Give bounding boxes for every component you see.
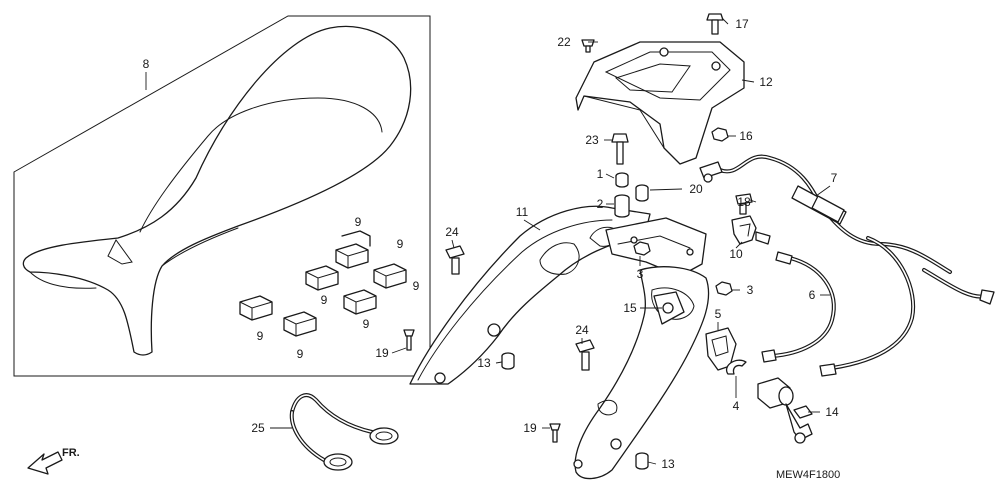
diagram-code: MEW4F1800 [776,469,840,481]
callout-2: 2 [597,197,604,211]
callout-15: 15 [623,301,637,315]
callout-19: 19 [523,421,537,435]
callout-10: 10 [729,247,743,261]
callout-18: 18 [737,195,751,209]
clip [725,359,747,375]
cable [761,236,995,377]
callout-9: 9 [363,317,370,331]
callout-13: 13 [477,356,491,370]
key-cylinder [757,377,813,444]
callout-9: 9 [397,237,404,251]
seat-stitch [139,97,383,233]
seat-cushion [373,263,407,289]
callout-5: 5 [715,307,722,321]
screw [581,39,595,53]
bolt [611,133,629,165]
callout-25: 25 [251,421,265,435]
callout-13: 13 [661,457,675,471]
clip [731,215,771,245]
callout-7: 7 [831,171,838,185]
seat-cushion [283,311,317,337]
callout-19: 19 [375,346,389,360]
callout-11: 11 [516,205,529,219]
callouts: 8 9 9 9 9 9 9 9 22 17 12 16 23 1 20 2 7 … [143,17,839,471]
callout-9: 9 [355,215,362,229]
helmet-wire [289,393,399,471]
callout-1: 1 [597,167,604,181]
bolt [706,13,724,35]
callout-23: 23 [585,133,599,147]
nut [633,241,651,256]
seat-cushion [239,295,273,321]
nut [715,281,733,296]
callout-17: 17 [735,17,749,31]
callout-3: 3 [747,283,754,297]
callout-8: 8 [143,57,150,71]
rubber [635,184,649,202]
seat-cushion [343,289,377,315]
cap [635,452,649,470]
callout-9: 9 [321,293,328,307]
bolt [735,193,753,215]
cap [501,352,515,370]
arrow-left-down-icon [27,451,63,475]
seat-group [13,15,431,377]
callout-3: 3 [637,267,644,281]
bolt [575,339,595,371]
seat-cushion [341,230,371,247]
callout-24: 24 [445,225,459,239]
front-direction-indicator: FR. [27,447,80,475]
callout-12: 12 [759,75,773,89]
seat-frame-box [13,15,431,377]
callout-9: 9 [297,347,304,361]
callout-20: 20 [689,182,703,196]
callout-22: 22 [557,35,571,49]
screw [549,423,561,443]
nut [711,127,729,142]
bracket [653,291,685,325]
seat-edge [161,227,239,267]
callout-4: 4 [733,399,740,413]
seat [22,25,412,356]
seat-cushion [305,265,339,291]
bolt [445,245,465,275]
callout-24: 24 [575,323,589,337]
rubber [614,194,630,218]
callout-9: 9 [413,279,420,293]
front-direction-label: FR. [62,447,80,459]
rear-carrier [575,41,745,165]
right-grab-rail [573,266,710,480]
callout-14: 14 [825,405,839,419]
seat-lock-cable [699,154,952,274]
seat-cushion [335,243,369,269]
callout-9: 9 [257,329,264,343]
collar [615,172,629,188]
callout-6: 6 [809,288,816,302]
callout-16: 16 [739,129,753,143]
screw [403,329,415,351]
leader-lines [145,17,831,465]
seat-underside [29,239,133,289]
